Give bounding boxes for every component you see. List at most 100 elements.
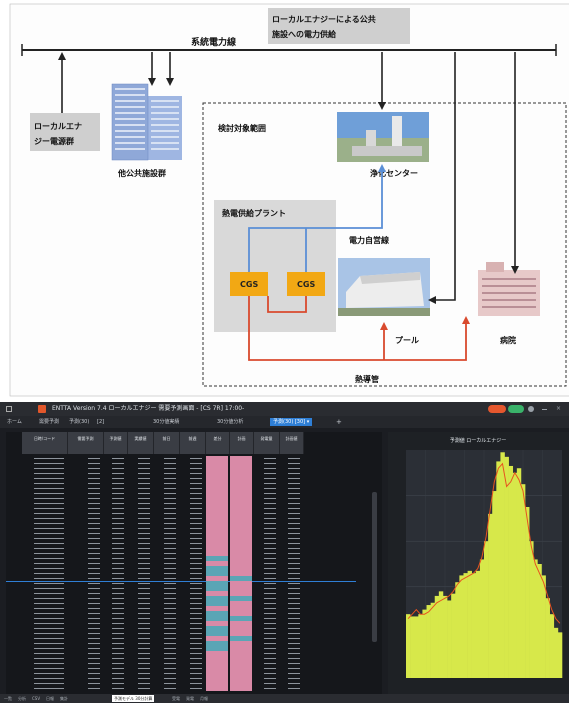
table-row[interactable] <box>6 576 356 582</box>
column-header[interactable]: 需要予測 <box>68 432 104 454</box>
table-row[interactable] <box>6 651 356 656</box>
grid-scrollbar[interactable] <box>372 492 377 642</box>
table-row[interactable] <box>6 571 356 576</box>
chart-bar <box>422 609 427 678</box>
table-row[interactable] <box>6 621 356 626</box>
table-row[interactable] <box>6 476 356 481</box>
table-row[interactable] <box>6 616 356 621</box>
table-cell <box>104 621 126 626</box>
table-row[interactable] <box>6 491 356 496</box>
table-row[interactable] <box>6 461 356 466</box>
status-tab-8[interactable]: 月報 <box>200 696 208 701</box>
chart-bar <box>447 600 452 678</box>
table-cell <box>104 641 126 646</box>
table-cell <box>104 466 126 471</box>
buildings-picture <box>111 83 182 161</box>
status-tab-active[interactable]: 予測モデル 30分計算 <box>112 695 155 702</box>
tab-active-forecast[interactable]: 予測(30) [30] ▾ <box>270 418 313 426</box>
table-row[interactable] <box>6 521 356 526</box>
table-cell <box>280 656 302 661</box>
settings-icon[interactable] <box>528 406 534 412</box>
tab-30min-analysis[interactable]: 30分値分析 <box>217 419 244 425</box>
table-row[interactable] <box>6 511 356 516</box>
column-header[interactable]: 日時/コード <box>22 432 68 454</box>
column-header[interactable]: 計画 <box>230 432 254 454</box>
status-tab-3[interactable]: CSV <box>32 696 41 701</box>
table-row[interactable] <box>6 586 356 591</box>
table-row[interactable] <box>6 496 356 501</box>
table-row[interactable] <box>6 591 356 596</box>
status-tab-6[interactable]: 受電 <box>172 696 180 701</box>
table-row[interactable] <box>6 656 356 661</box>
table-row[interactable] <box>6 566 356 571</box>
table-row[interactable] <box>6 676 356 681</box>
table-row[interactable] <box>6 611 356 616</box>
status-tab-2[interactable]: 分析 <box>18 696 26 701</box>
table-row[interactable] <box>6 481 356 486</box>
table-row[interactable] <box>6 561 356 566</box>
add-tab-icon[interactable]: + <box>336 418 342 426</box>
table-cell <box>180 641 204 646</box>
table-row[interactable] <box>6 661 356 666</box>
table-row[interactable] <box>6 531 356 536</box>
table-row[interactable] <box>6 626 356 631</box>
table-row[interactable] <box>6 646 356 651</box>
status-tab-4[interactable]: 日報 <box>46 696 54 701</box>
chart-bar <box>533 559 538 678</box>
column-header[interactable]: 実績値 <box>128 432 154 454</box>
table-row[interactable] <box>6 501 356 506</box>
tab-30min-actual[interactable]: 30分値実績 <box>153 419 180 425</box>
column-header[interactable]: 発電量 <box>254 432 280 454</box>
table-cell <box>230 526 252 531</box>
table-row[interactable] <box>6 526 356 531</box>
column-header[interactable]: 前週 <box>180 432 206 454</box>
table-row[interactable] <box>6 601 356 606</box>
column-header[interactable]: 計画値 <box>280 432 304 454</box>
table-row[interactable] <box>6 551 356 556</box>
table-row[interactable] <box>6 686 356 691</box>
table-cell <box>154 586 178 591</box>
table-row[interactable] <box>6 471 356 476</box>
table-row[interactable] <box>6 456 356 461</box>
table-cell <box>230 676 252 681</box>
chart-bar <box>451 593 456 678</box>
table-row[interactable] <box>6 641 356 646</box>
table-row[interactable] <box>6 631 356 636</box>
table-cell <box>22 656 66 661</box>
table-row[interactable] <box>6 671 356 676</box>
table-row[interactable] <box>6 606 356 611</box>
table-row[interactable] <box>6 556 356 561</box>
table-row[interactable] <box>6 506 356 511</box>
table-row[interactable] <box>6 466 356 471</box>
column-header[interactable]: 予測値 <box>104 432 128 454</box>
table-row[interactable] <box>6 581 356 586</box>
close-icon[interactable]: × <box>556 405 562 412</box>
table-row[interactable] <box>6 681 356 686</box>
minimize-icon[interactable] <box>542 409 547 410</box>
table-row[interactable] <box>6 596 356 601</box>
table-cell <box>22 626 66 631</box>
chart-bar <box>434 595 440 678</box>
status-tab-5[interactable]: 集計 <box>60 696 68 701</box>
table-cell <box>180 486 204 491</box>
status-tab-1[interactable]: 一覧 <box>4 696 12 701</box>
column-header[interactable]: 前日 <box>154 432 180 454</box>
table-row[interactable] <box>6 536 356 541</box>
table-cell <box>22 501 66 506</box>
tab-forecast-30-count[interactable]: [2] <box>97 419 105 425</box>
table-row[interactable] <box>6 546 356 551</box>
status-tab-7[interactable]: 発電 <box>186 696 194 701</box>
table-row[interactable] <box>6 486 356 491</box>
table-row[interactable] <box>6 636 356 641</box>
table-cell <box>254 586 278 591</box>
table-cell <box>104 486 126 491</box>
table-row[interactable] <box>6 516 356 521</box>
table-row[interactable] <box>6 666 356 671</box>
column-header[interactable]: 差分 <box>206 432 230 454</box>
table-row[interactable] <box>6 541 356 546</box>
chart-title: 予測値 ローカルエナジー <box>450 437 507 444</box>
tab-demand-forecast[interactable]: 需要予測 <box>39 419 60 425</box>
tab-forecast-30[interactable]: 予測(30) <box>69 419 90 425</box>
tab-home[interactable]: ホーム <box>7 419 22 425</box>
app-menu-icon[interactable] <box>6 406 12 412</box>
